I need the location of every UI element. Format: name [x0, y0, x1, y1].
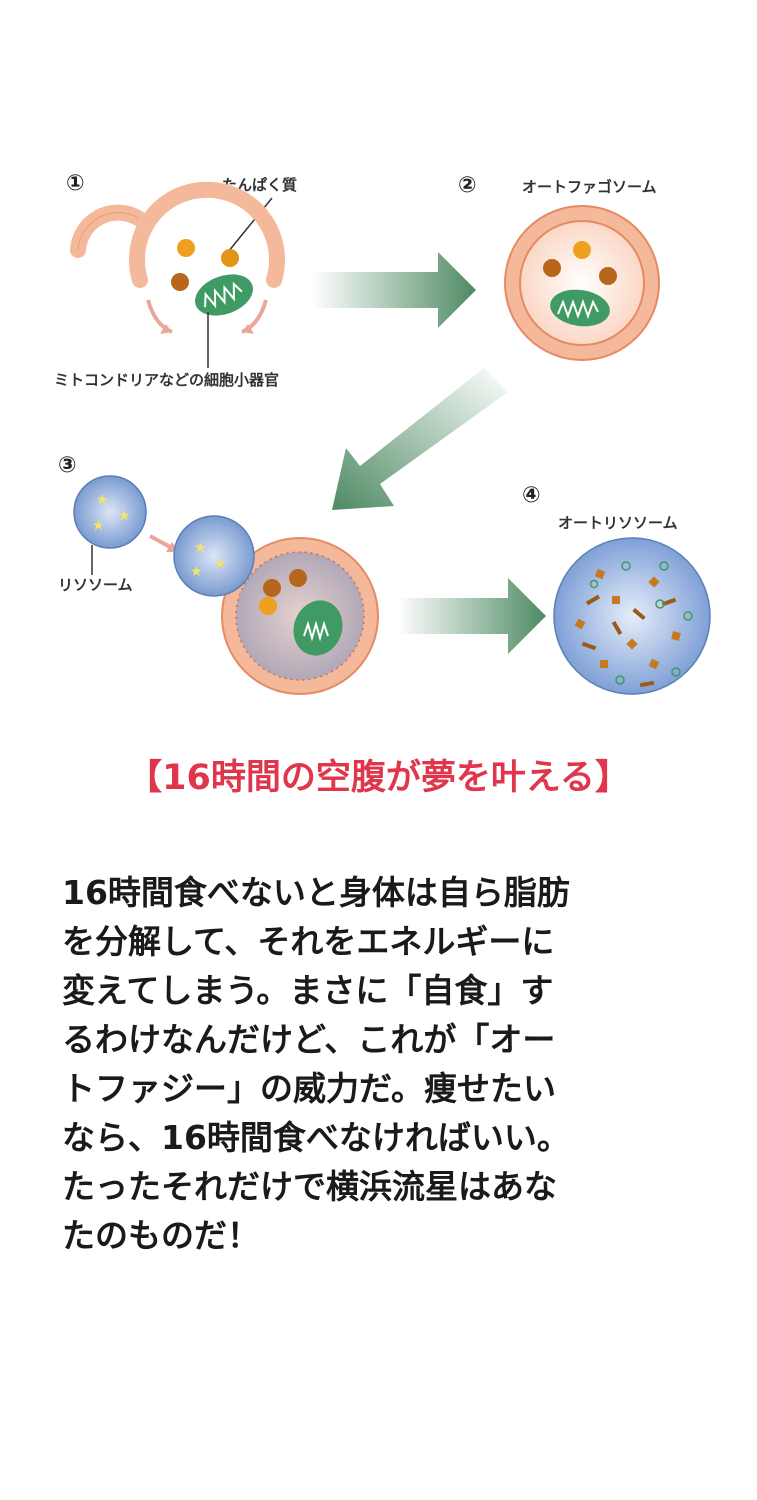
step-number-1: ① — [66, 171, 85, 196]
fusing-cell-icon: ★ ★ ★ — [173, 515, 379, 695]
isolation-membrane — [129, 181, 285, 288]
lysosome-icon: ★ ★ ★ — [73, 475, 147, 549]
svg-text:★: ★ — [214, 556, 227, 572]
step-number-4: ④ — [522, 483, 541, 508]
arrow-step1-to-step2 — [312, 252, 476, 328]
body-line: を分解して、それをエネルギーに — [62, 922, 555, 961]
body-line: トファジー」の威力だ。痩せたい — [62, 1069, 557, 1108]
protein-particle — [171, 273, 189, 291]
protein-particle — [221, 249, 239, 267]
step-number-2: ② — [458, 173, 477, 198]
body-line: 変えてしまう。まさに「自食」す — [62, 971, 554, 1010]
body-paragraph: 16時間食べないと身体は自ら脂肪 を分解して、それをエネルギーに 変えてしまう。… — [62, 868, 702, 1260]
autolysosome-label: オートリソソーム — [558, 514, 678, 532]
arrow-step3-to-step4 — [398, 578, 546, 654]
svg-text:★: ★ — [92, 518, 105, 534]
autophagy-diagram: ① たんぱく質 ミトコンドリアなどの細胞小器官 ② オートファゴソーム ③ ★ … — [54, 171, 711, 695]
protein-particle — [177, 239, 195, 257]
step-number-3: ③ — [58, 453, 77, 478]
svg-text:★: ★ — [194, 540, 207, 556]
organelle-label: ミトコンドリアなどの細胞小器官 — [54, 371, 279, 389]
protein-pointer-line — [227, 197, 273, 253]
svg-text:★: ★ — [96, 492, 109, 508]
lysosome-label: リソソーム — [58, 576, 133, 594]
autophagosome-label: オートファゴソーム — [522, 178, 657, 196]
arrow-step2-to-step3 — [332, 368, 508, 510]
fusion-arrow — [149, 534, 173, 550]
headline: 【16時間の空腹が夢を叶える】 — [127, 758, 630, 798]
body-line: なら、16時間食べなければいい。 — [62, 1118, 570, 1157]
body-line: たったそれだけで横浜流星はあな — [62, 1167, 557, 1206]
mitochondria-icon — [195, 274, 253, 316]
svg-text:★: ★ — [190, 564, 203, 580]
membrane-fragment — [70, 204, 146, 258]
body-line: たのものだ！ — [62, 1216, 260, 1255]
body-line: 16時間食べないと身体は自ら脂肪 — [62, 873, 570, 912]
autolysosome-icon — [553, 537, 711, 695]
body-line: るわけなんだけど、これが「オー — [62, 1020, 556, 1059]
svg-text:★: ★ — [118, 508, 131, 524]
autophagosome-icon — [504, 205, 660, 361]
